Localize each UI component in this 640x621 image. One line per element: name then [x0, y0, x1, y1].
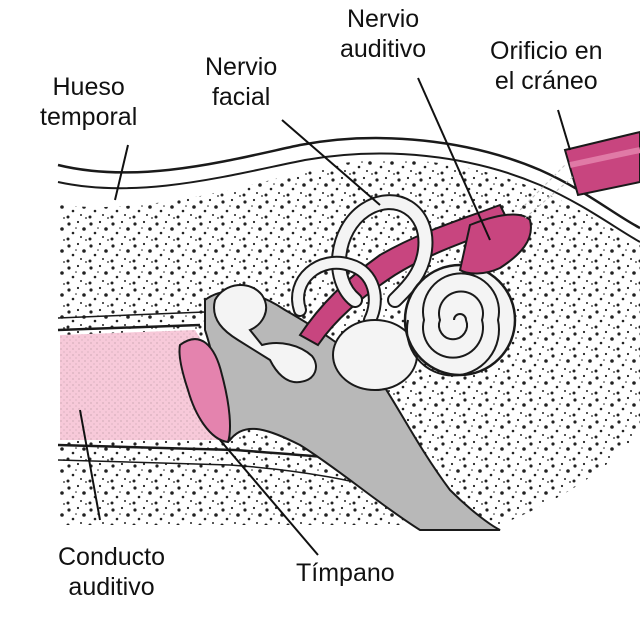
- ossicles: [213, 283, 317, 384]
- label-conducto-auditivo: Conducto auditivo: [58, 543, 166, 601]
- eardrum: [178, 338, 231, 444]
- auditory-nerve: [458, 213, 532, 275]
- cochlea: [403, 263, 517, 377]
- leader-lines: [79, 77, 571, 556]
- label-orificio-craneo: Orificio en el cráneo: [490, 37, 603, 95]
- label-nervio-auditivo: Nervio auditivo: [340, 5, 427, 63]
- label-timpano: Tímpano: [296, 559, 395, 587]
- skull-opening-nerve: [563, 130, 640, 197]
- skull-outline-lower: [57, 152, 640, 243]
- label-nervio-facial: Nervio facial: [205, 53, 278, 111]
- label-hueso-temporal: Hueso temporal: [40, 73, 138, 131]
- vestibule: [332, 319, 418, 391]
